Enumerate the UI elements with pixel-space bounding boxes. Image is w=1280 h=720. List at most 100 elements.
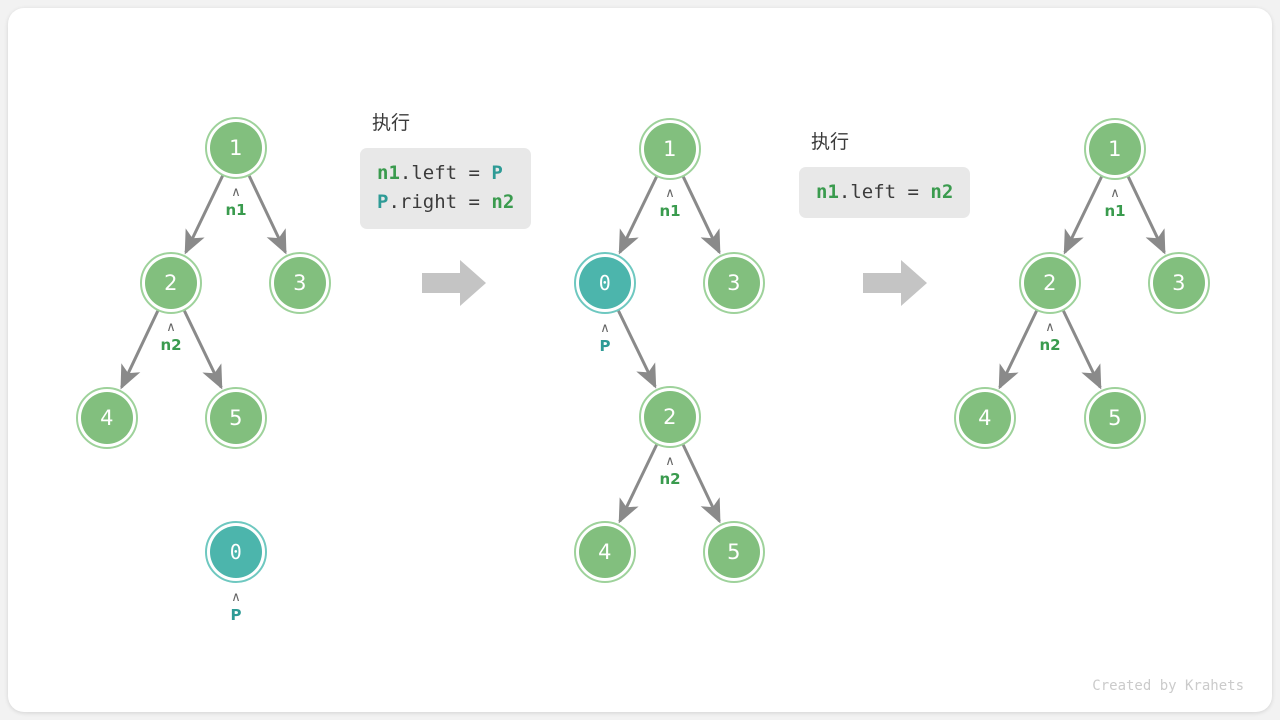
caret-icon: ∧ <box>1110 186 1120 201</box>
node-value: 3 <box>293 270 307 295</box>
pointer-label: n2 <box>1039 336 1061 354</box>
pointer-label: P <box>230 606 242 624</box>
caret-icon: ∧ <box>231 185 241 200</box>
tree-edge <box>681 175 721 255</box>
code-line: n1.left = n2 <box>816 178 953 207</box>
node-value: 5 <box>727 539 741 564</box>
tree-node-1: 1 <box>205 117 267 179</box>
node-disc <box>579 526 631 578</box>
tree-node-4: 4 <box>574 521 636 583</box>
tree-node-0: 0 <box>574 252 636 314</box>
pointer-label: n1 <box>1104 202 1126 220</box>
tree-edge <box>1061 309 1102 390</box>
middle-pointer-n1: ∧n1 <box>659 186 680 220</box>
node-value: 0 <box>598 271 612 295</box>
transition-arrow-2 <box>863 260 927 306</box>
caret-icon: ∧ <box>665 454 675 469</box>
caret-icon: ∧ <box>1045 320 1055 335</box>
node-ring <box>954 387 1016 449</box>
tree-edge <box>247 174 287 255</box>
node-value: 1 <box>1108 136 1122 161</box>
code-token: P <box>377 191 389 214</box>
node-value: 4 <box>978 405 992 430</box>
tree-edge <box>120 309 160 390</box>
node-value: 4 <box>598 539 612 564</box>
node-value: 4 <box>100 405 114 430</box>
node-value: 0 <box>229 540 243 564</box>
code-token: .left = <box>838 181 931 203</box>
node-disc <box>210 392 262 444</box>
tree-node-3: 3 <box>269 252 331 314</box>
code-line: n1.left = P <box>377 159 514 188</box>
node-ring <box>639 386 701 448</box>
node-disc <box>708 526 760 578</box>
node-value: 3 <box>727 270 741 295</box>
code-token: .right = <box>388 191 492 214</box>
tree-node-5: 5 <box>205 387 267 449</box>
code-token: n2 <box>930 181 954 203</box>
tree-edge <box>1126 175 1166 255</box>
node-disc <box>1089 392 1141 444</box>
node-value: 2 <box>663 404 677 429</box>
node-ring <box>1019 252 1081 314</box>
after-pointer-n2: ∧n2 <box>1039 320 1061 354</box>
node-ring <box>574 521 636 583</box>
node-value: 1 <box>229 135 243 160</box>
code-token: n1 <box>377 162 400 184</box>
node-disc <box>81 392 133 444</box>
tree-edge <box>998 309 1039 390</box>
tree-node-0: 0 <box>205 521 267 583</box>
code-token: .left = <box>399 162 492 184</box>
caret-icon: ∧ <box>166 320 176 335</box>
tree-node-2: 2 <box>1019 252 1081 314</box>
node-ring <box>703 252 765 314</box>
tree-node-4: 4 <box>76 387 138 449</box>
transition-arrow-1 <box>422 260 486 306</box>
tree-edge <box>182 309 223 390</box>
node-value: 1 <box>663 136 677 161</box>
tree-edge <box>681 443 721 524</box>
tree-node-3: 3 <box>703 252 765 314</box>
node-disc <box>959 392 1011 444</box>
before-pointer-p: ∧P <box>230 590 242 624</box>
node-ring <box>76 387 138 449</box>
node-ring <box>574 252 636 314</box>
node-disc <box>579 257 631 309</box>
node-value: 2 <box>164 270 178 295</box>
step-1-exec-label: 执行 <box>372 112 411 134</box>
node-ring <box>140 252 202 314</box>
node-disc <box>210 526 262 578</box>
caret-icon: ∧ <box>665 186 675 201</box>
node-disc <box>1089 123 1141 175</box>
pointer-label: n2 <box>659 470 681 488</box>
pointer-label: P <box>599 337 611 355</box>
tree-edge-layer <box>120 174 1166 524</box>
node-disc <box>644 391 696 443</box>
credit-text: Created by Krahets <box>1092 678 1244 694</box>
tree-edge <box>184 174 225 255</box>
node-disc <box>274 257 326 309</box>
tree-edge <box>616 309 657 389</box>
node-ring <box>703 521 765 583</box>
node-ring <box>269 252 331 314</box>
node-disc <box>1024 257 1076 309</box>
node-value: 2 <box>1043 270 1057 295</box>
node-disc <box>708 257 760 309</box>
code-token: n1 <box>816 181 839 203</box>
node-disc <box>644 123 696 175</box>
before-pointer-n1: ∧n1 <box>225 185 247 219</box>
before-pointer-n2: ∧n2 <box>160 320 181 354</box>
node-ring <box>205 521 267 583</box>
tree-edge <box>618 443 659 524</box>
node-ring <box>205 387 267 449</box>
step-2-code-block: n1.left = n2 <box>799 167 971 219</box>
node-ring <box>1084 118 1146 180</box>
node-ring <box>205 117 267 179</box>
middle-pointer-p: ∧P <box>599 322 611 355</box>
node-disc <box>1153 257 1205 309</box>
pointer-label: n1 <box>225 201 247 219</box>
step-2-exec-label: 执行 <box>811 131 850 153</box>
tree-node-1: 1 <box>1084 118 1146 180</box>
caret-icon: ∧ <box>231 590 241 605</box>
